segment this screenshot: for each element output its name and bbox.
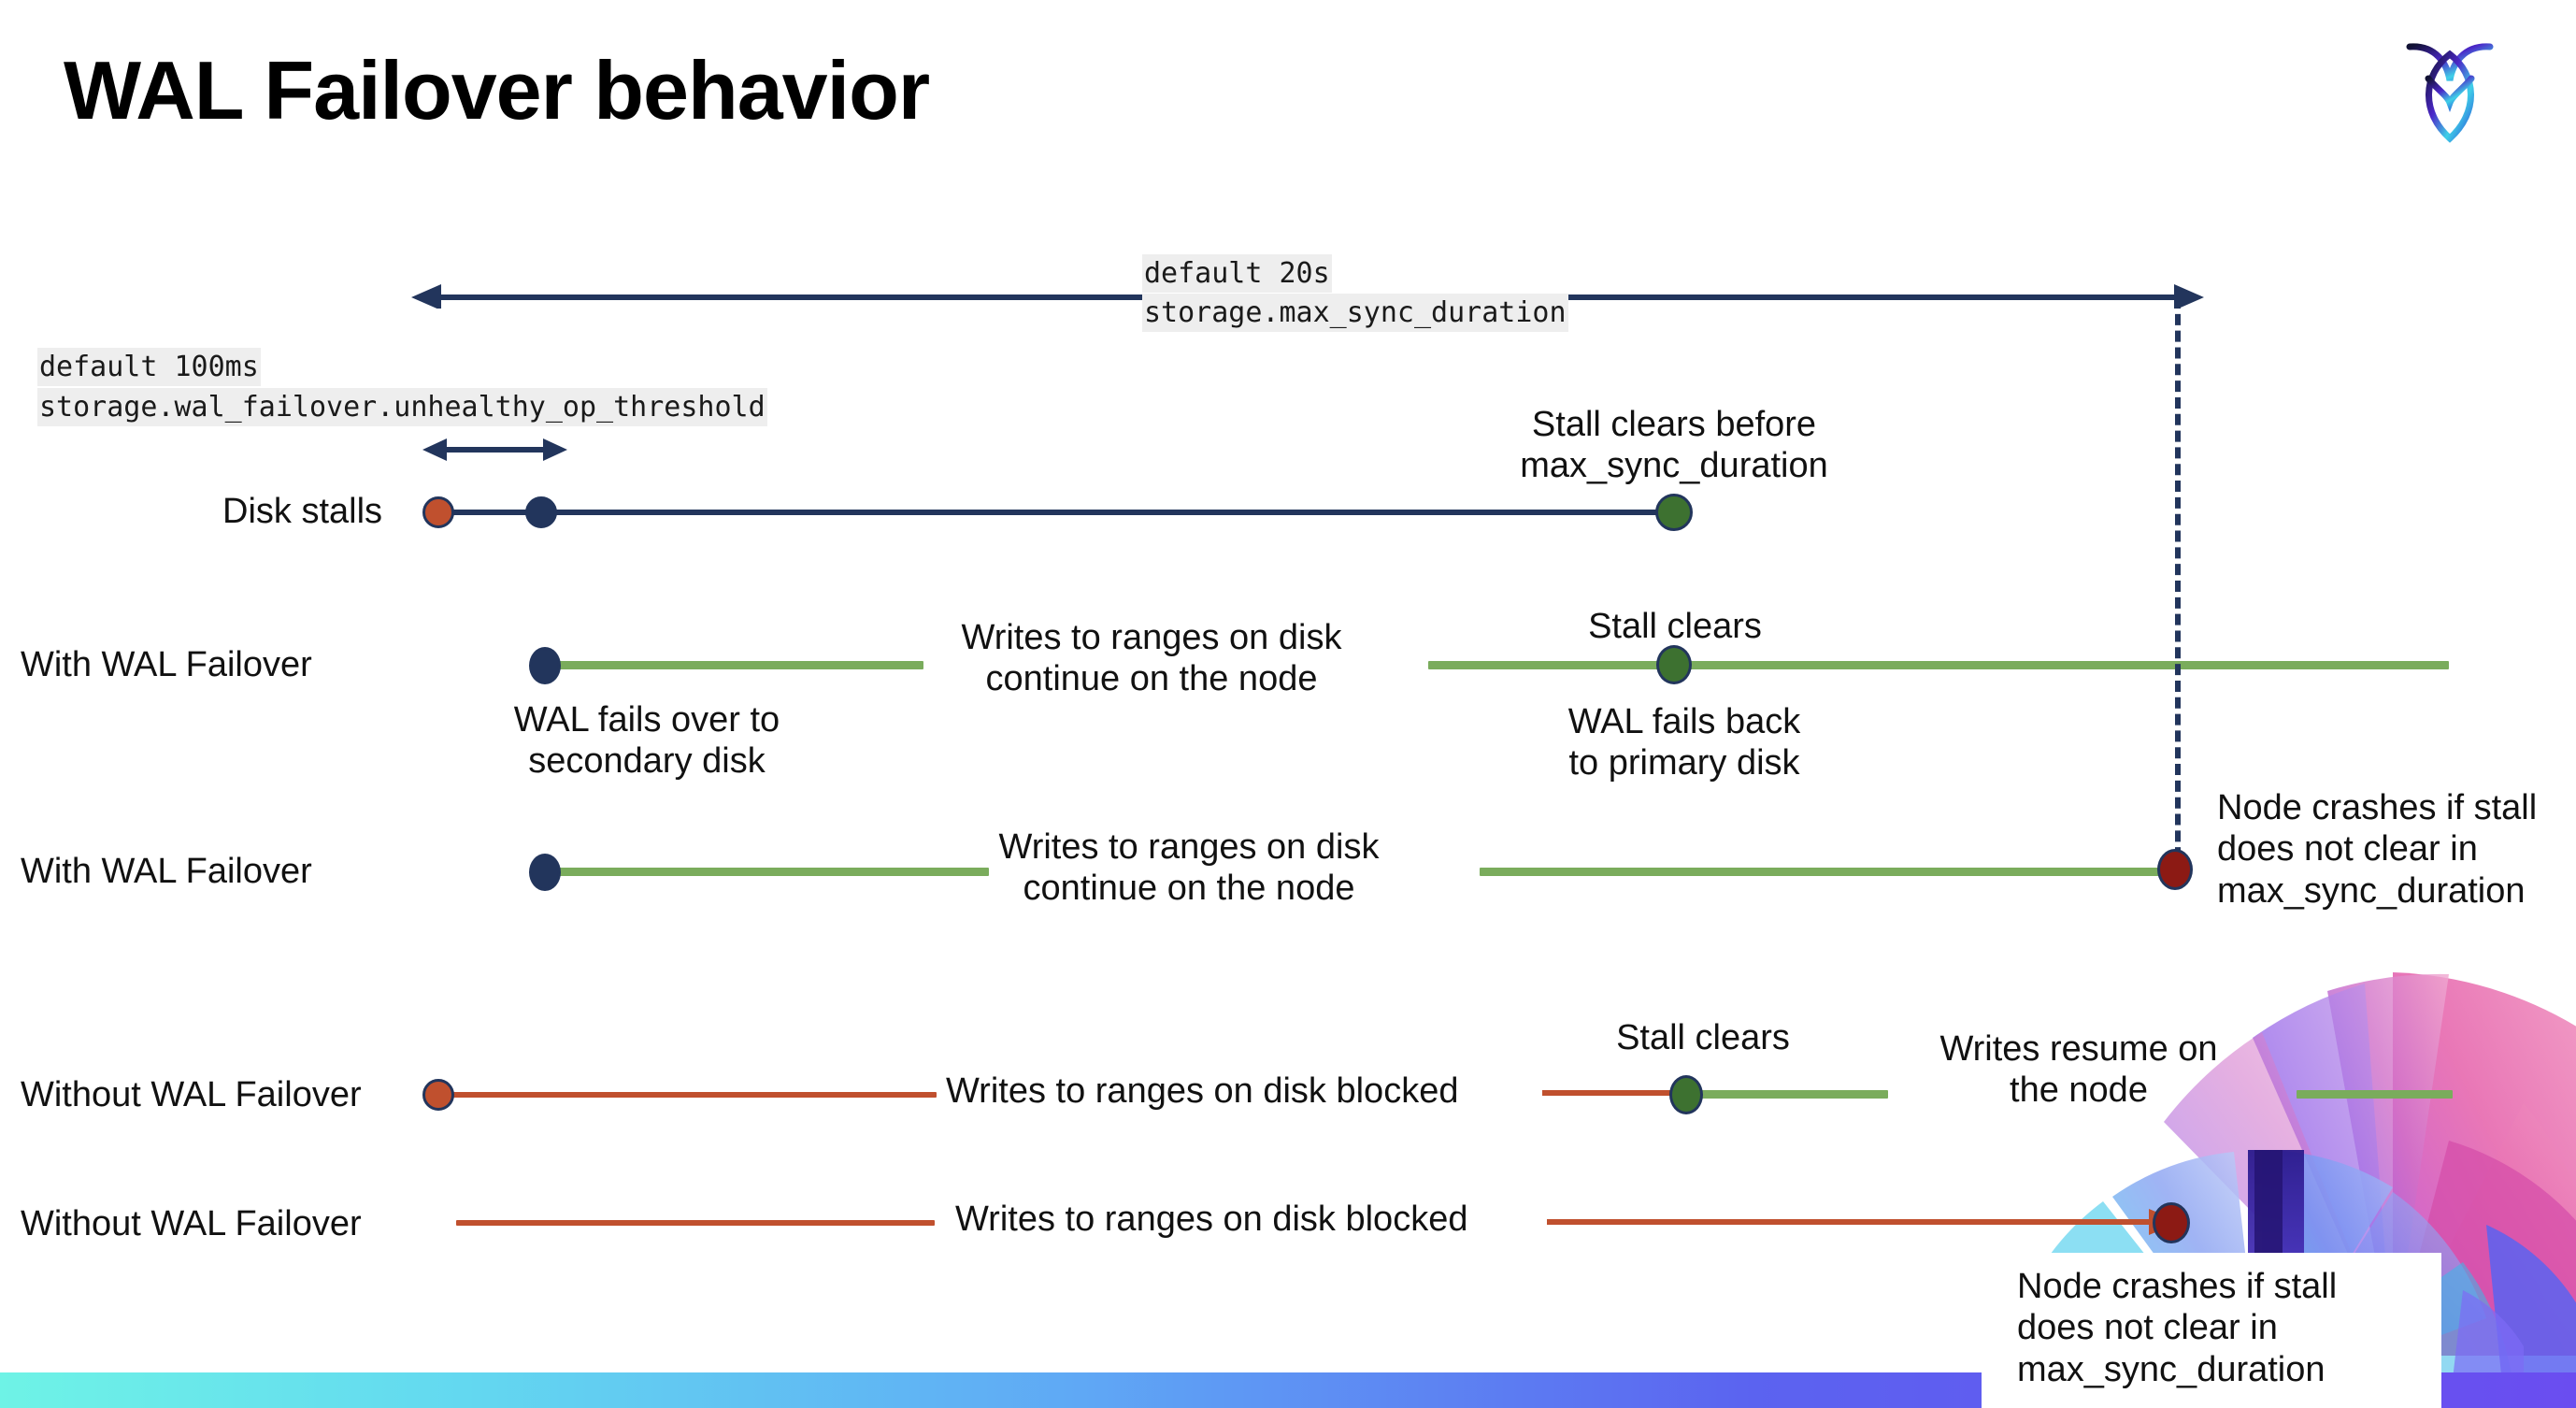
with-failover-crash-green-left [538,868,989,876]
note-wal-fails-over: WAL fails over to secondary disk [513,700,780,782]
note-writes-continue-2: Writes to ranges on disk continue on the… [998,827,1380,909]
with-failover-crash-green-right [1480,868,2182,876]
cockroachdb-logo-icon [2389,22,2511,153]
wal-failover-trigger-dot [525,496,557,528]
without-failover-crash-red-left [456,1220,935,1226]
note-stall-clears-row4: Stall clears [1616,1018,1790,1057]
wal-fails-over-dot-row3 [529,854,561,891]
with-failover-green-line-right [1428,661,2449,669]
without-failover-red-line-left [447,1092,937,1098]
row-label-without-wal-failover-clears: Without WAL Failover [21,1075,362,1114]
max-sync-default-label: default 20s [1142,254,1332,294]
row-label-with-wal-failover-crash: With WAL Failover [21,852,312,891]
node-crash-dot-row5 [2153,1202,2190,1243]
note-node-crashes-1: Node crashes if stall does not clear in … [2217,788,2538,911]
note-node-crashes-2: Node crashes if stall does not clear in … [2017,1267,2338,1389]
note-stall-clears-before: Stall clears before max_sync_duration [1520,405,1828,486]
without-failover-crash-red-arrow [1547,1209,2181,1235]
without-failover-green-after-clear [1694,1090,1888,1099]
disk-stall-clear-dot [1655,494,1693,531]
wal-fails-over-dot [529,647,561,684]
disk-stalls-line [437,510,1681,515]
note-writes-blocked-2: Writes to ranges on disk blocked [955,1200,1468,1239]
note-wal-fails-back: WAL fails back to primary disk [1567,702,1801,783]
note-writes-blocked: Writes to ranges on disk blocked [946,1071,1459,1111]
stall-clears-dot-row2 [1656,645,1692,684]
stall-clears-dot-row4 [1669,1075,1703,1114]
without-failover-green-resume [2297,1090,2453,1099]
disk-stall-start-dot [422,496,454,528]
row-label-with-wal-failover-clears: With WAL Failover [21,645,312,684]
note-white-backdrop [1982,1253,2441,1408]
unhealthy-op-threshold-arrow [422,438,567,461]
with-failover-green-line-left [538,661,923,669]
row-label-disk-stalls: Disk stalls [222,492,383,531]
max-sync-deadline-dashed-line [2175,297,2181,875]
disk-stall-start-dot-row4 [422,1079,454,1111]
page-title: WAL Failover behavior [64,44,930,136]
max-sync-setting-label: storage.max_sync_duration [1142,294,1568,333]
note-writes-resume: Writes resume on the node [1939,1029,2218,1111]
note-writes-continue: Writes to ranges on disk continue on the… [961,618,1342,699]
unhealthy-op-setting-label: storage.wal_failover.unhealthy_op_thresh… [37,388,767,427]
node-crash-dot-row3 [2157,849,2193,890]
note-stall-clears-row2: Stall clears [1588,607,1762,646]
unhealthy-op-default-label: default 100ms [37,348,261,387]
row-label-without-wal-failover-crash: Without WAL Failover [21,1204,362,1243]
